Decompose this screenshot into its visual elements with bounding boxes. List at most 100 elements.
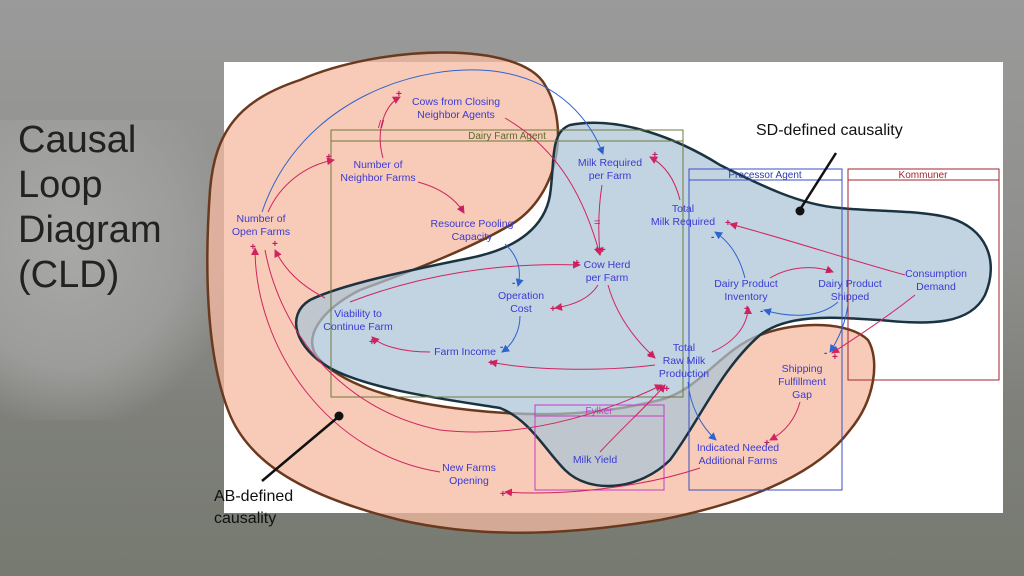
node-resource-pooling: Resource Pooling Capacity: [431, 218, 514, 243]
svg-text:Gap: Gap: [792, 389, 812, 401]
ab-callout-pointer: [261, 411, 344, 482]
node-indicated-needed: Indicated Needed Additional Farms: [697, 442, 779, 467]
node-cow-herd-per-farm: Cow Herd per Farm: [584, 259, 631, 284]
pol-inventory-minus: -: [760, 306, 763, 317]
svg-text:Demand: Demand: [916, 281, 956, 293]
node-cows-from-closing: Cows from Closing Neighbor Agents: [412, 96, 500, 121]
svg-text:Neighbor Agents: Neighbor Agents: [417, 109, 495, 121]
node-total-raw-milk: Total Raw Milk Production: [659, 342, 709, 380]
link-inventory-to-total-milk: [714, 231, 746, 279]
pol-income: -: [500, 342, 503, 353]
svg-text:Number of: Number of: [353, 159, 402, 171]
pol-viability: +: [369, 337, 375, 348]
svg-text:Cow Herd: Cow Herd: [584, 259, 631, 271]
svg-text:Raw Milk: Raw Milk: [663, 355, 706, 367]
pol-total-milk-plus: +: [725, 218, 731, 229]
svg-text:Resource Pooling: Resource Pooling: [431, 218, 514, 230]
link-shipped-to-inventory: [763, 301, 839, 316]
link-resource-to-opcost: [504, 243, 524, 287]
fylker-box: Fylker: [534, 404, 665, 491]
link-new-farms-to-open: [251, 247, 441, 473]
link-open-to-neighbor: [267, 157, 335, 213]
svg-text:Neighbor Farms: Neighbor Farms: [340, 172, 415, 184]
svg-text:Milk Required: Milk Required: [578, 157, 642, 169]
node-total-milk-required: Total Milk Required: [651, 203, 715, 228]
delay-mark-2: =: [594, 217, 600, 229]
svg-text:Viability to: Viability to: [334, 308, 382, 320]
svg-text:Milk Yield: Milk Yield: [573, 454, 618, 466]
node-viability: Viability to Continue Farm: [323, 308, 393, 333]
link-open-to-total-raw: [264, 249, 663, 433]
ab-region: [206, 51, 876, 534]
polarity-markers: + + + - + ++ + - + - + + + + ++ + - + + …: [250, 89, 838, 500]
processor-agent-title: Processor Agent: [728, 170, 802, 181]
fylker-title: Fylker: [585, 406, 613, 417]
node-number-open-farms: Number of Open Farms: [232, 213, 290, 238]
svg-text:Operation: Operation: [498, 290, 544, 302]
svg-text:Opening: Opening: [449, 475, 489, 487]
svg-text:per Farm: per Farm: [586, 272, 629, 284]
pol-milk-req: -: [600, 146, 603, 157]
svg-text:Open Farms: Open Farms: [232, 226, 290, 238]
svg-text:Capacity: Capacity: [452, 231, 494, 243]
link-inventory-to-shipped: [769, 265, 834, 279]
svg-text:Production: Production: [659, 368, 709, 380]
svg-text:Additional Farms: Additional Farms: [699, 455, 778, 467]
delay-mark-1: //: [378, 119, 385, 131]
link-income-to-viability: [371, 336, 431, 353]
pol-gap-minus: -: [824, 348, 827, 359]
link-neighbor-to-resource: [417, 181, 465, 214]
pol-cows-closing: +: [396, 89, 402, 100]
svg-text:Dairy Product: Dairy Product: [714, 278, 778, 290]
link-herd-to-total-raw: [607, 284, 656, 359]
slide-title: Causal Loop Diagram (CLD): [18, 119, 162, 296]
dairy-farm-agent-title: Dairy Farm Agent: [468, 131, 546, 142]
link-total-milk-to-milk-per-farm: [649, 156, 681, 201]
link-milk-required-to-herd: [595, 184, 604, 256]
svg-text:Continue Farm: Continue Farm: [323, 321, 393, 333]
svg-text:per Farm: per Farm: [589, 170, 632, 182]
pol-total-raw-bottom: ++: [658, 384, 670, 395]
pol-herd: ++: [594, 245, 606, 256]
svg-text:Fulfillment: Fulfillment: [778, 376, 826, 388]
svg-text:Farm Income: Farm Income: [434, 346, 496, 358]
pol-resource: +: [458, 204, 464, 215]
node-number-neighbor-farms: Number of Neighbor Farms: [340, 159, 415, 184]
link-total-raw-to-inventory: [711, 306, 752, 353]
ab-callout-label: AB-defined causality: [214, 488, 294, 527]
node-new-farms-opening: New Farms Opening: [442, 462, 496, 487]
sd-region: [294, 121, 993, 488]
causal-links: [251, 69, 916, 497]
pol-new-farms: +: [500, 489, 506, 500]
link-viability-to-herd: [349, 260, 581, 303]
link-opcost-to-income: [501, 315, 521, 353]
pol-herd-left: +: [574, 258, 580, 269]
pol-open-left: +: [250, 242, 256, 253]
kommuner-box: Kommuner: [847, 168, 1000, 381]
sd-callout-pointer: [795, 152, 838, 216]
svg-text:Shipping: Shipping: [782, 363, 823, 375]
svg-text:Number of: Number of: [236, 213, 285, 225]
svg-text:New Farms: New Farms: [442, 462, 496, 474]
link-cows-closing-to-herd: [504, 117, 603, 256]
kommuner-title: Kommuner: [899, 170, 949, 181]
pol-opcost: -: [512, 278, 515, 289]
pol-income-plus: +: [488, 358, 494, 369]
node-dairy-product-inventory: Dairy Product Inventory: [714, 278, 778, 303]
pol-total-milk: -: [711, 232, 714, 243]
pol-total-raw: +: [647, 350, 653, 361]
link-total-raw-to-income: [489, 359, 656, 370]
link-open-to-milk-required: [261, 69, 605, 213]
svg-text:Indicated Needed: Indicated Needed: [697, 442, 779, 454]
node-milk-yield: Milk Yield: [573, 454, 618, 466]
link-neighbor-to-cows-closing: [379, 96, 401, 159]
dairy-farm-agent-box: Dairy Farm Agent: [330, 129, 684, 398]
node-operation-cost: Operation Cost: [498, 290, 544, 315]
link-total-raw-to-indicated: [687, 381, 717, 441]
svg-text:Milk Required: Milk Required: [651, 216, 715, 228]
node-dairy-product-shipped: Dairy Product Shipped: [818, 278, 882, 303]
node-farm-income: Farm Income: [434, 346, 496, 358]
link-indicated-to-new-farms: [504, 467, 701, 497]
svg-text:Total: Total: [672, 203, 694, 215]
svg-text:Shipped: Shipped: [831, 291, 870, 303]
